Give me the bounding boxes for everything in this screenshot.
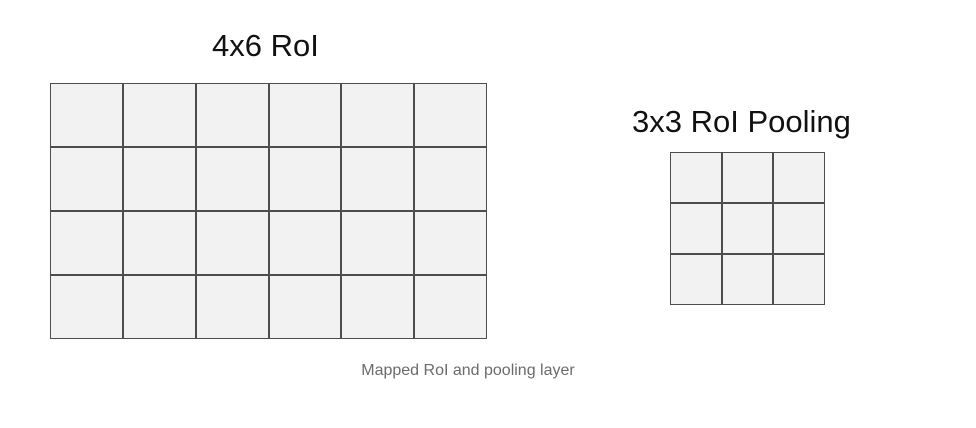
roi-grid-cell xyxy=(342,84,414,146)
pooling-grid-cell xyxy=(722,153,773,202)
roi-grid-cell xyxy=(269,148,341,210)
roi-grid xyxy=(50,83,487,339)
pooling-grid-cell xyxy=(671,153,721,202)
pooling-grid-cell xyxy=(774,255,824,304)
pooling-grid-cell xyxy=(722,204,773,253)
roi-grid-cell xyxy=(123,84,195,146)
pooling-title: 3x3 RoI Pooling xyxy=(632,104,851,139)
roi-grid-cell xyxy=(415,148,486,210)
roi-grid-cell xyxy=(51,84,122,146)
figure-caption: Mapped RoI and pooling layer xyxy=(361,362,575,379)
roi-grid-cell xyxy=(51,276,122,338)
roi-grid-cell xyxy=(342,148,414,210)
pooling-grid-cell xyxy=(671,204,721,253)
roi-grid-cell xyxy=(51,148,122,210)
roi-grid-cell xyxy=(415,84,486,146)
roi-grid-cell xyxy=(123,212,195,274)
roi-grid-cell xyxy=(51,212,122,274)
roi-title: 4x6 RoI xyxy=(212,28,319,63)
roi-grid-cell xyxy=(342,276,414,338)
pooling-grid-cell xyxy=(671,255,721,304)
pooling-grid xyxy=(670,152,825,305)
roi-grid-cell xyxy=(269,212,341,274)
roi-grid-cell xyxy=(196,84,268,146)
roi-grid-cell xyxy=(342,212,414,274)
pooling-grid-cell xyxy=(774,204,824,253)
pooling-grid-cell xyxy=(774,153,824,202)
roi-grid-cell xyxy=(269,276,341,338)
roi-grid-cell xyxy=(196,276,268,338)
pooling-grid-cell xyxy=(722,255,773,304)
roi-grid-cell xyxy=(269,84,341,146)
roi-grid-cell xyxy=(196,212,268,274)
roi-grid-cell xyxy=(415,212,486,274)
roi-grid-cell xyxy=(196,148,268,210)
roi-grid-cell xyxy=(123,276,195,338)
roi-grid-cell xyxy=(415,276,486,338)
roi-grid-cell xyxy=(123,148,195,210)
